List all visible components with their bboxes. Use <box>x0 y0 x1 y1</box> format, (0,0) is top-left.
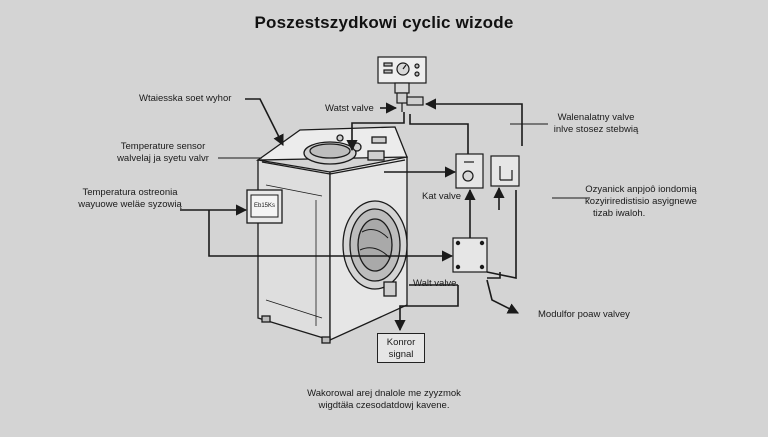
label-water-valve: Watst valve <box>325 103 374 114</box>
kat-valve-box <box>455 153 484 189</box>
label-walt-valve: Walt valve <box>413 278 457 289</box>
label-kat-valve: Kat valve <box>422 191 462 202</box>
footnote-line-2: wigdtäła czesodatdowj kavene. <box>318 400 450 411</box>
label-right-valve-sub: inlve stosez stebwią <box>553 124 639 135</box>
walt-valve-box <box>452 237 488 273</box>
label-right-desc-3: tizab iwaloh. <box>593 208 646 219</box>
connection-lines <box>180 98 590 332</box>
label-right-desc-1: Ozyanick anpjoô iondomią <box>585 184 697 195</box>
temperature-panel <box>246 189 283 224</box>
label-modulator: Modulfor poaw valvey <box>538 309 630 320</box>
washing-machine <box>255 126 408 344</box>
sticker-text: Eb15Ks <box>254 203 276 209</box>
label-right-desc-2: kozyiriredistisio asyignewe <box>585 196 697 207</box>
top-control-unit <box>377 56 427 112</box>
diagram-title: Poszestszydkowi cyclic wizode <box>254 13 514 32</box>
signal-label-2: signal <box>388 349 414 360</box>
signal-label-1: Konror <box>386 337 416 348</box>
label-right-valve: Walenalatny valve <box>557 112 635 123</box>
footnote-line-1: Wakorowal arej dnalole me zyyzmok <box>307 388 461 399</box>
label-temperature-sensor: Temperature sensor <box>120 141 206 152</box>
label-temperatura-ostreonia: Temperatura ostreonia <box>82 187 178 198</box>
label-temperature-sensor-sub: walvelaj ja syetu valvr <box>117 153 209 164</box>
right-gauge-box <box>490 155 520 187</box>
footnote: Wakorowal arej dnalole me zyyzmok wigdtä… <box>0 388 768 412</box>
control-signal-box: Konror signal <box>377 333 425 363</box>
label-temperatura-ostreonia-sub: wayuowe weläe syzowią <box>78 199 182 210</box>
label-top-left: Wtaiesska soet wyhor <box>139 93 232 104</box>
